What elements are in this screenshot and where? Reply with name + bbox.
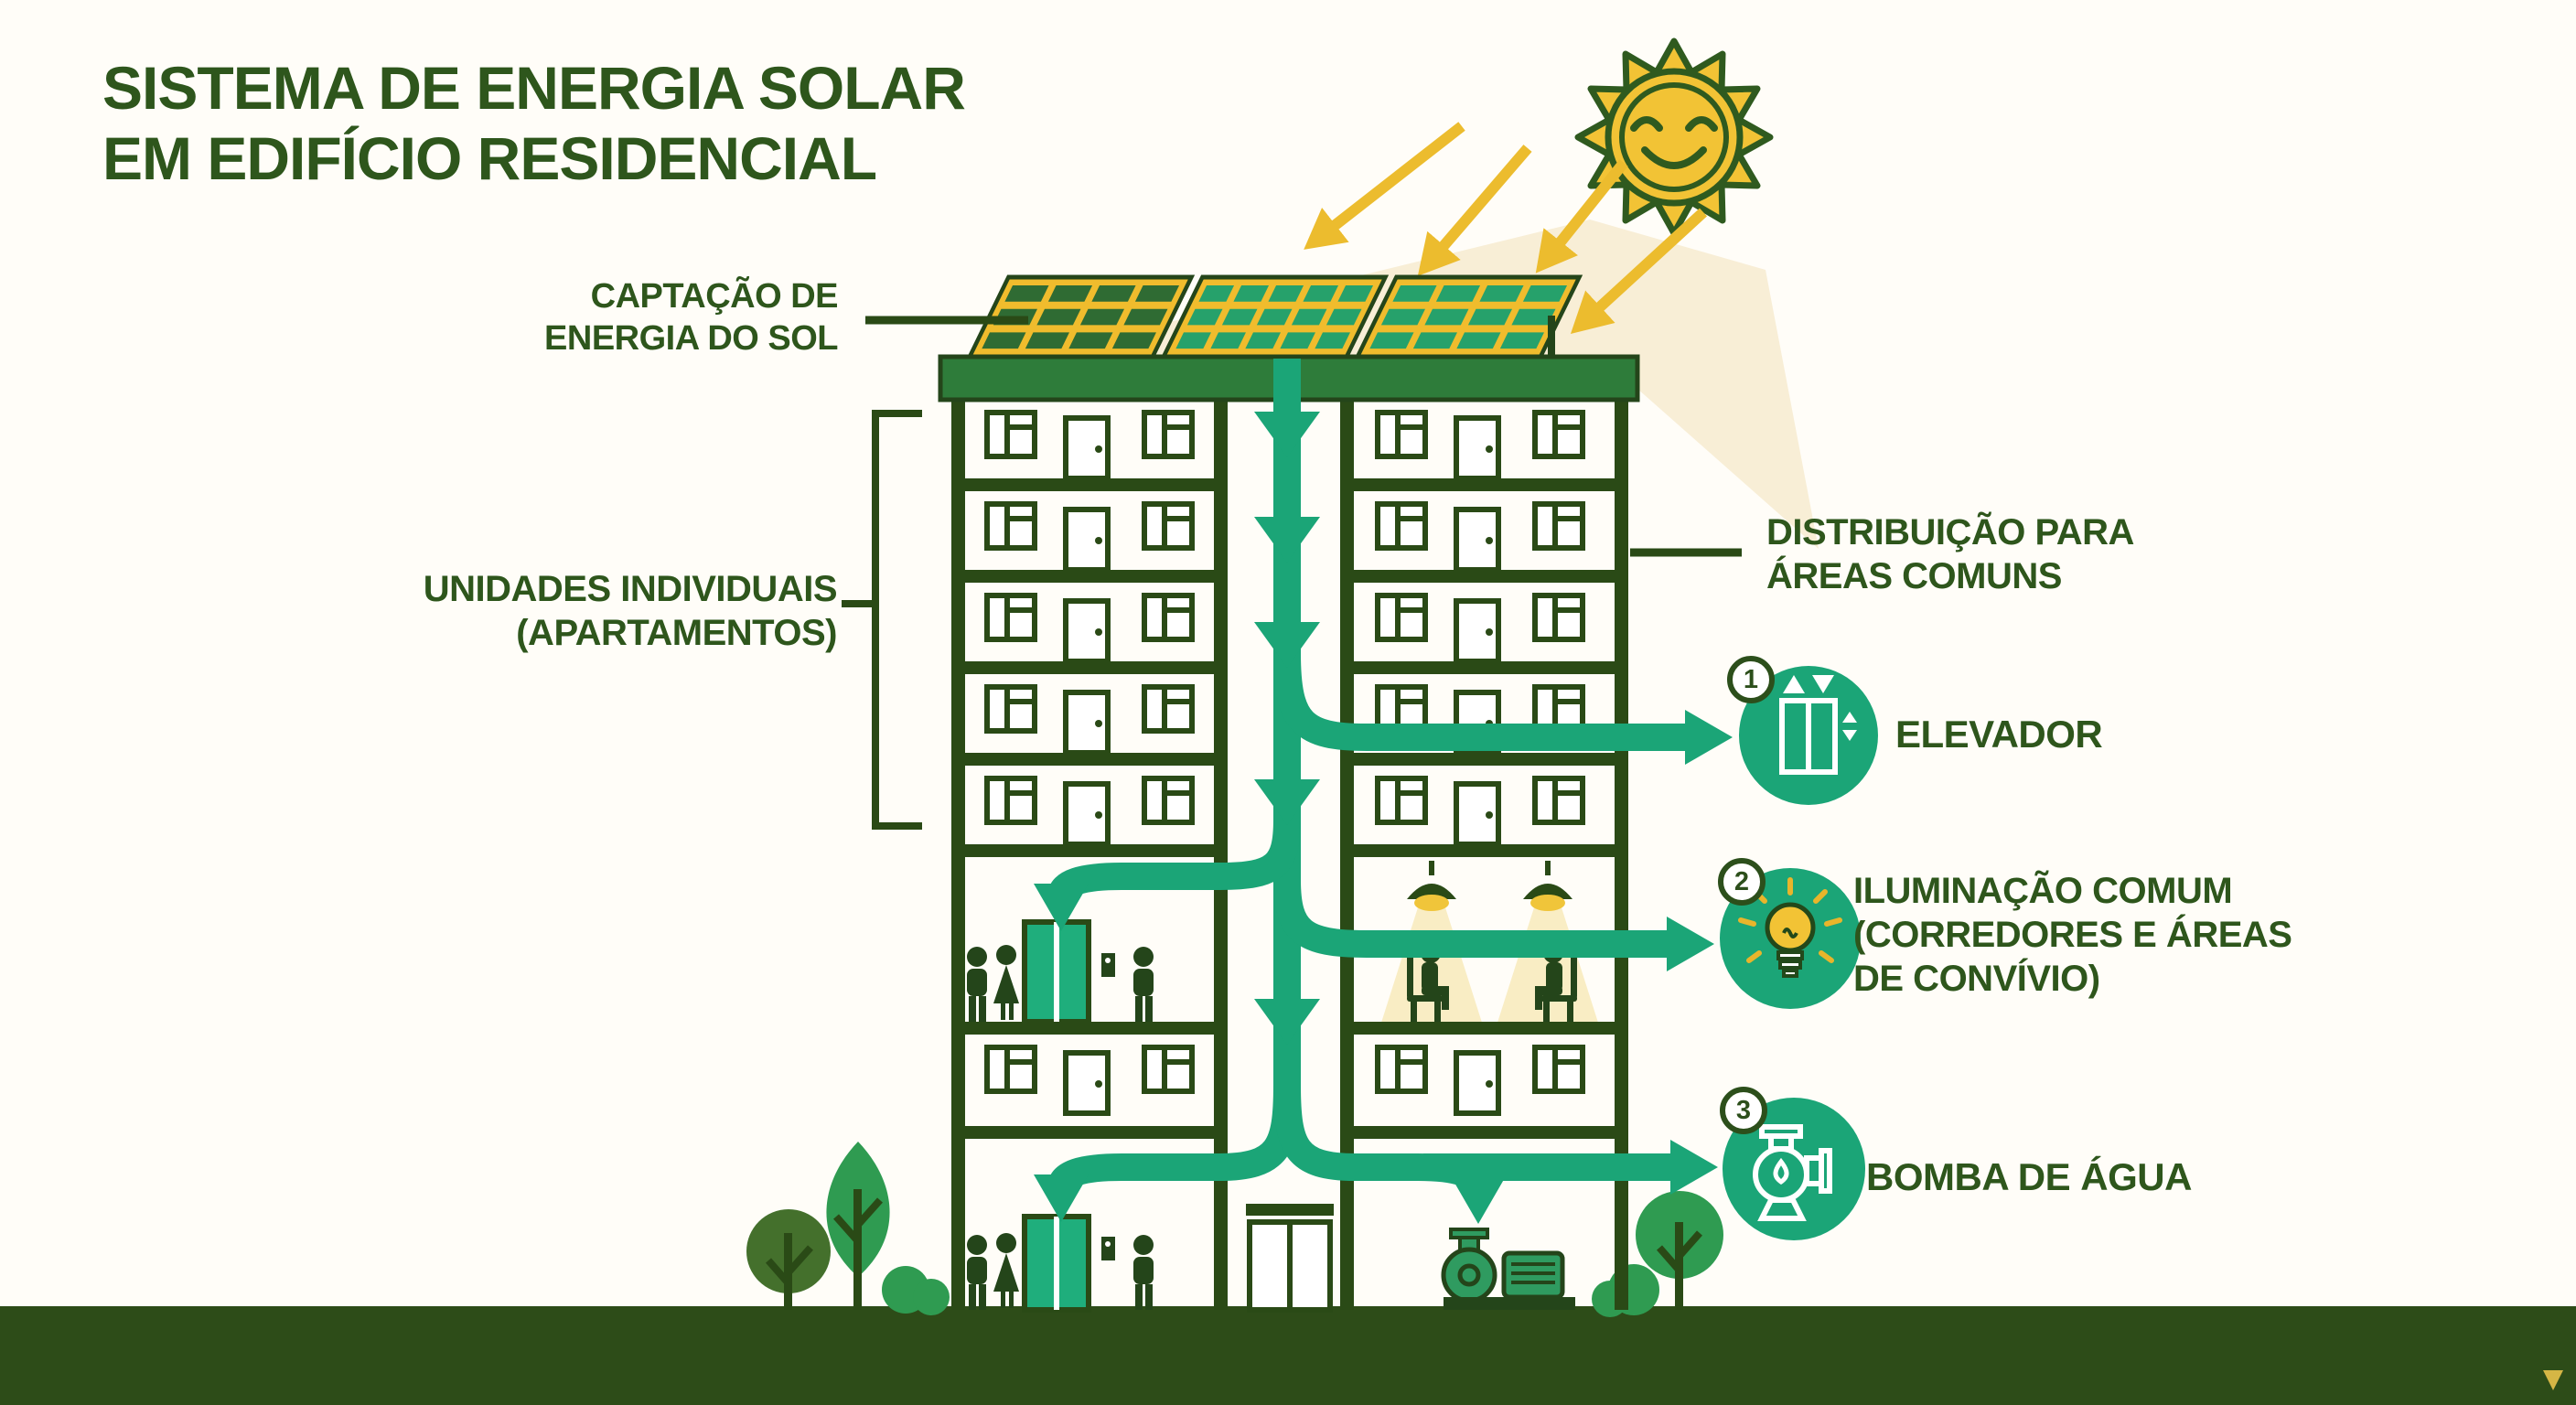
- label-bomba: BOMBA DE ÁGUA: [1866, 1155, 2192, 1198]
- sunbeam: [1020, 220, 1819, 549]
- tree-tall-left: [826, 1142, 890, 1310]
- water-pump-icon: [1723, 1098, 1865, 1240]
- floor-slabs: [951, 478, 1628, 1139]
- item-number-3: 3: [1720, 1087, 1767, 1134]
- sun-ray-arrows: [1304, 122, 1708, 334]
- elevator-lobby-commons: [967, 919, 1154, 1024]
- label-elevador: ELEVADOR: [1895, 713, 2103, 756]
- branch-to-elevator-item: [1273, 652, 1733, 765]
- water-pump-machine: [1441, 1228, 1575, 1310]
- label-distribuicao: DISTRIBUIÇÃO PARA ÁREAS COMUNS: [1766, 512, 2134, 596]
- legend-icons: [1720, 666, 1878, 1240]
- branch-to-commons-elevator: [1034, 819, 1301, 931]
- elevator-lobby-ground: [967, 1214, 1154, 1313]
- item-number-1: 1: [1727, 656, 1775, 703]
- label-iluminacao: ILUMINAÇÃO COMUM (CORREDORES E ÁREAS DE …: [1853, 871, 2292, 999]
- ground: [0, 1306, 2576, 1405]
- sun-icon: [1574, 38, 1774, 237]
- leader-lines: [842, 316, 1742, 830]
- bush-left: [882, 1266, 950, 1315]
- lightbulb-icon: [1720, 868, 1861, 1009]
- branch-to-lighting-item: [1273, 879, 1714, 971]
- solar-panel: [1160, 274, 1390, 359]
- unidades-bracket: [872, 410, 922, 830]
- tree-round-left: [746, 1209, 831, 1310]
- solar-panel: [1354, 274, 1583, 359]
- panel-support-strut: [1548, 316, 1555, 357]
- energy-flow-arrows: [1034, 359, 1733, 1224]
- tree-right: [1636, 1191, 1723, 1310]
- page-title: SISTEMA DE ENERGIA SOLAR EM EDIFÍCIO RES…: [102, 54, 966, 192]
- label-captacao: CAPTAÇÃO DE ENERGIA DO SOL: [544, 277, 838, 358]
- building: [938, 274, 1640, 1313]
- corner-mark: [2543, 1370, 2563, 1390]
- item-number-2: 2: [1718, 858, 1766, 906]
- solar-panel-array: [966, 274, 1583, 359]
- label-unidades: UNIDADES INDIVIDUAIS (APARTAMENTOS): [423, 569, 838, 653]
- building-entrance: [1246, 1204, 1334, 1313]
- elevator-icon: [1739, 666, 1878, 805]
- solar-panel: [966, 274, 1196, 359]
